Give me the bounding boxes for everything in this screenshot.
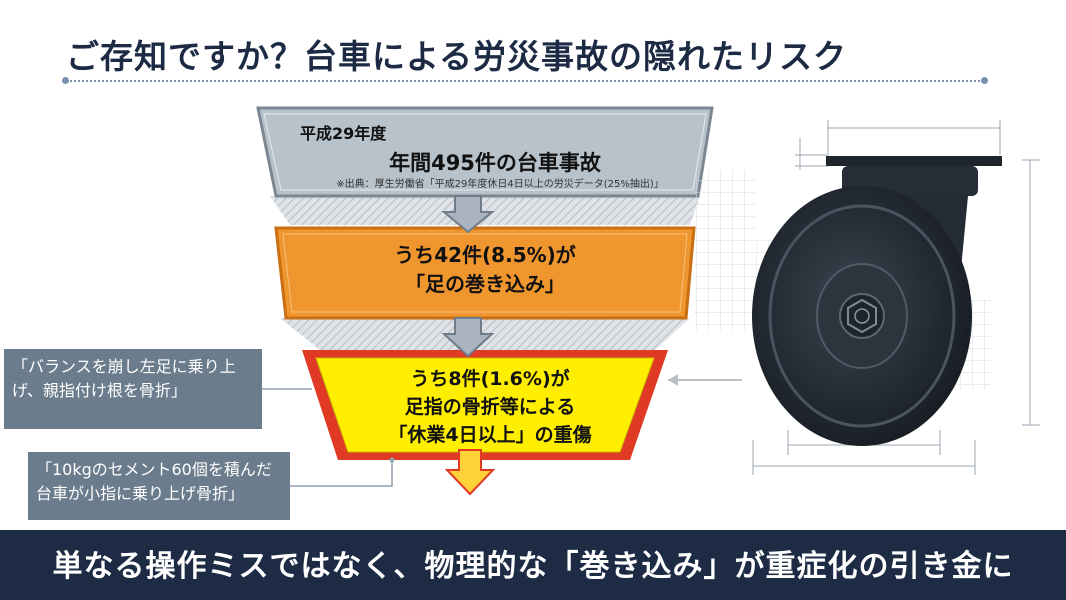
funnel-layer-2 <box>274 226 696 320</box>
funnel-connector-1 <box>270 196 700 225</box>
layer-1-source: ※出典：厚生労働省「平成29年度休日4日以上の労災データ(25%抽出)」 <box>336 179 664 190</box>
banner-message: 単なる操作ミスではなく、物理的な「巻き込み」が重症化の引き金に <box>52 549 1014 584</box>
layer-1-headline: 年間495件の台車事故 <box>389 151 601 175</box>
layer-3-line-1: うち8件(1.6%)が <box>410 368 570 390</box>
layer-3-line-3: 「休業4日以上」の重傷 <box>388 424 592 446</box>
title-divider <box>62 77 988 84</box>
layer-2-line-2: 「足の巻き込み」 <box>405 272 565 296</box>
layer-3-line-2: 足指の骨折等による <box>404 396 576 418</box>
down-arrow-2 <box>441 317 495 358</box>
bottom-banner <box>0 530 1066 600</box>
case-example-2: 「10kgのセメント60個を積んだ台車が小指に乗り上げ骨折」 <box>28 452 290 520</box>
case-2-connector <box>290 460 393 487</box>
case-example-1: 「バランスを崩し左足に乗り上げ、親指付け根を骨折」 <box>4 349 262 429</box>
down-arrow-1 <box>441 195 495 234</box>
caster-wheel-illustration <box>695 120 1040 475</box>
page-title: ご存知ですか？台車による労災事故の隠れたリスク <box>66 37 848 76</box>
down-arrow-3 <box>444 449 496 496</box>
pointer-arrow <box>668 374 742 386</box>
layer-1-year: 平成29年度 <box>300 124 387 143</box>
layer-2-line-1: うち42件(8.5%)が <box>394 243 576 267</box>
